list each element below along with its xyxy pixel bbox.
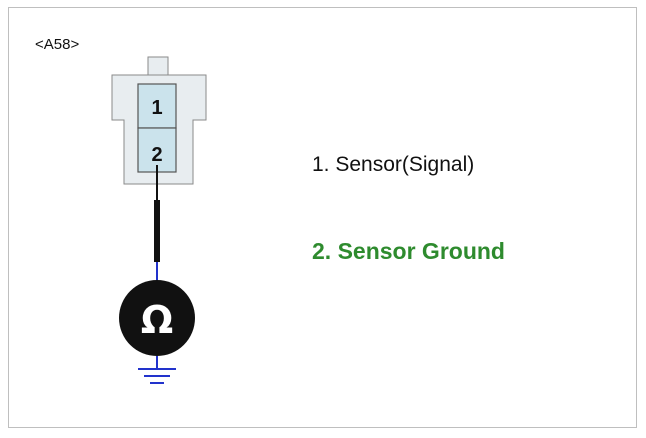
connector-tab <box>147 56 169 76</box>
pin-1-label: 1. Sensor(Signal) <box>312 153 475 176</box>
pin-2-label: 2. Sensor Ground <box>312 238 505 264</box>
ohm-symbol: Ω <box>141 298 173 342</box>
ground-icon <box>138 368 176 384</box>
connector-id-label: <A58> <box>35 36 80 53</box>
pin-number-1: 1 <box>151 97 162 119</box>
ohmmeter-icon <box>119 280 195 356</box>
pin-cell-2 <box>137 127 177 173</box>
pin-number-2: 2 <box>151 144 162 166</box>
